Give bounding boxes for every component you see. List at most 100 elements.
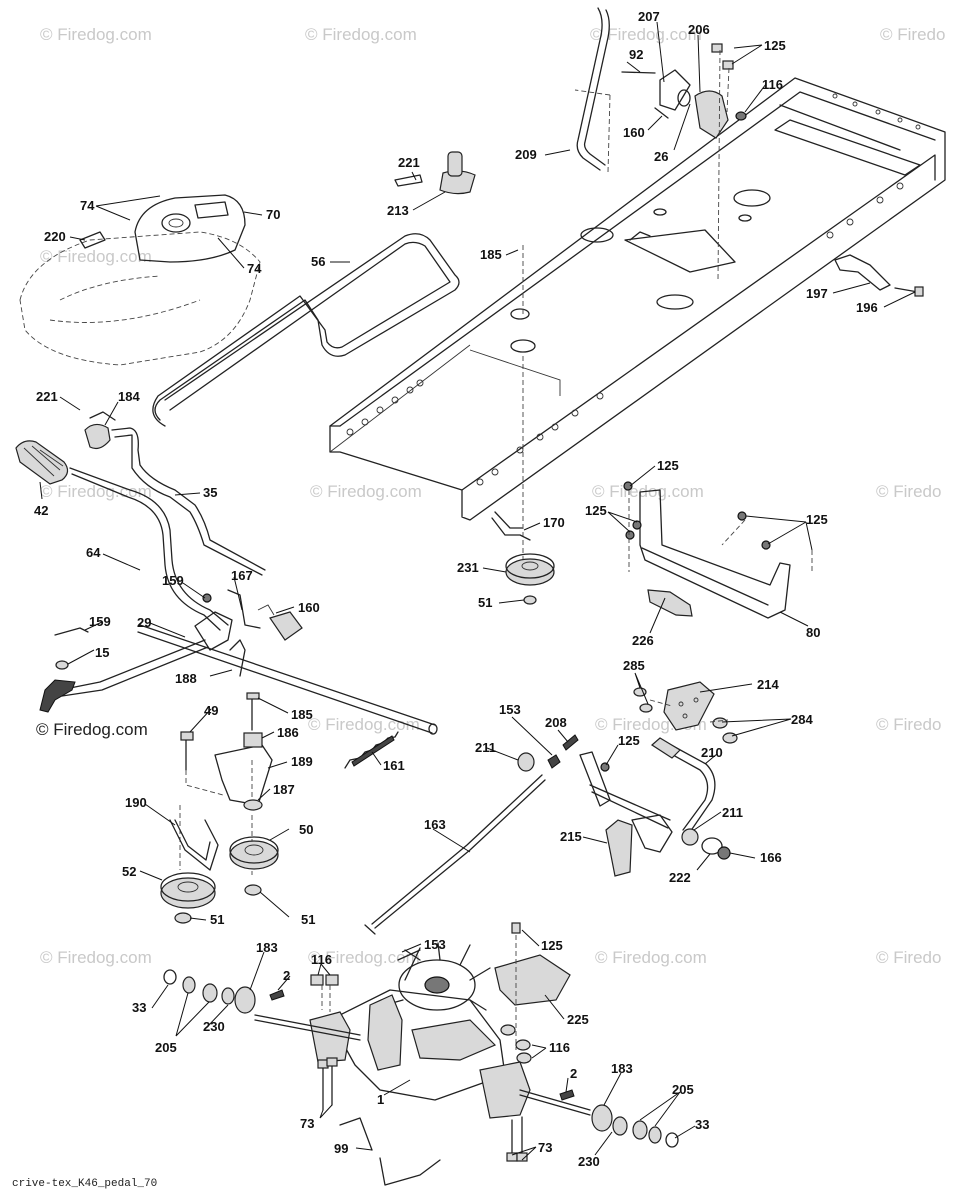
callout-52: 52 [122,864,136,879]
callout-226: 226 [632,633,654,648]
callout-188: 188 [175,671,197,686]
watermark: © Firedo [876,482,941,501]
callout-116: 116 [762,77,783,92]
pedal-rod-163 [364,774,546,935]
callout-35: 35 [203,485,217,500]
shift-lever [574,7,747,281]
control-rods [39,411,438,735]
callout-207: 207 [638,9,660,24]
callout-50: 50 [299,822,313,837]
watermark: © Firedo [876,715,941,734]
idler-pulley-group [160,692,279,924]
callout-159: 159 [89,614,111,629]
callout-42: 42 [34,503,48,518]
watermarks: © Firedog.com © Firedog.com © Firedog.co… [40,25,945,967]
callout-184: 184 [118,389,140,404]
callout-196: 196 [856,300,878,315]
callout-225: 225 [567,1012,589,1027]
callout-185: 185 [291,707,313,722]
callout-49: 49 [204,703,218,718]
callout-161: 161 [383,758,405,773]
callout-222: 222 [669,870,691,885]
callout-213: 213 [387,203,409,218]
callout-125: 125 [585,503,607,518]
watermark: © Firedog.com [305,25,417,44]
hood-fender [19,194,261,366]
callout-51: 51 [301,912,315,927]
callout-166: 166 [760,850,782,865]
callout-51: 51 [210,912,224,927]
callout-205: 205 [155,1040,177,1055]
watermark: © Firedog.com [40,948,152,967]
drive-belt [152,233,460,427]
copyright-text: © Firedog.com [36,720,148,739]
callout-215: 215 [560,829,582,844]
callout-73: 73 [538,1140,552,1155]
callout-29: 29 [137,615,151,630]
callout-116: 116 [549,1040,570,1055]
watermark: © Firedo [880,25,945,44]
callout-80: 80 [806,625,820,640]
callout-163: 163 [424,817,446,832]
callout-74: 74 [247,261,262,276]
callout-92: 92 [629,47,643,62]
callout-187: 187 [273,782,295,797]
callout-99: 99 [334,1141,348,1156]
callout-125: 125 [618,733,640,748]
callout-205: 205 [672,1082,694,1097]
callout-159: 159 [162,573,184,588]
pedal-assembly [517,681,738,877]
callout-220: 220 [44,229,66,244]
callout-15: 15 [95,645,109,660]
callout-221: 221 [398,155,420,170]
watermark: © Firedog.com [590,25,702,44]
spring-161 [344,731,399,769]
callout-56: 56 [311,254,325,269]
callout-183: 183 [256,940,278,955]
callout-186: 186 [277,725,299,740]
callout-230: 230 [203,1019,225,1034]
watermark: © Firedog.com [595,948,707,967]
watermark: © Firedog.com [40,25,152,44]
callout-230: 230 [578,1154,600,1169]
hand-grip-42 [15,440,69,485]
callout-153: 153 [424,937,446,952]
watermark: © Firedog.com [308,948,420,967]
watermark: © Firedog.com [310,482,422,501]
callout-231: 231 [457,560,479,575]
pulley-231 [491,245,555,605]
callout-197: 197 [806,286,828,301]
callout-284: 284 [791,712,813,727]
callout-51: 51 [478,595,492,610]
transaxle [163,922,679,1186]
callout-2: 2 [570,1066,577,1081]
callout-210: 210 [701,745,723,760]
callout-185: 185 [480,247,502,262]
bracket-196-197 [834,254,924,297]
callout-125: 125 [657,458,679,473]
callout-73: 73 [300,1116,314,1131]
shield-80 [623,481,813,619]
callout-33: 33 [695,1117,709,1132]
callout-221: 221 [36,389,58,404]
callout-189: 189 [291,754,313,769]
callout-153: 153 [499,702,521,717]
callout-125: 125 [541,938,563,953]
callout-190: 190 [125,795,147,810]
callout-209: 209 [515,147,537,162]
callout-2: 2 [283,968,290,983]
callout-160: 160 [298,600,320,615]
callout-214: 214 [757,677,779,692]
callout-170: 170 [543,515,565,530]
watermark: © Firedog.com [40,482,152,501]
callout-206: 206 [688,22,710,37]
callout-74: 74 [80,198,95,213]
diagram-caption: crive-tex_K46_pedal_70 [12,1178,157,1190]
callout-211: 211 [475,740,496,755]
callout-116: 116 [311,952,332,967]
callout-labels: 207 206 125 92 116 160 26 209 221 213 74… [34,9,878,1169]
knob-parts [394,151,476,195]
callout-70: 70 [266,207,280,222]
chassis-frame [329,77,946,521]
